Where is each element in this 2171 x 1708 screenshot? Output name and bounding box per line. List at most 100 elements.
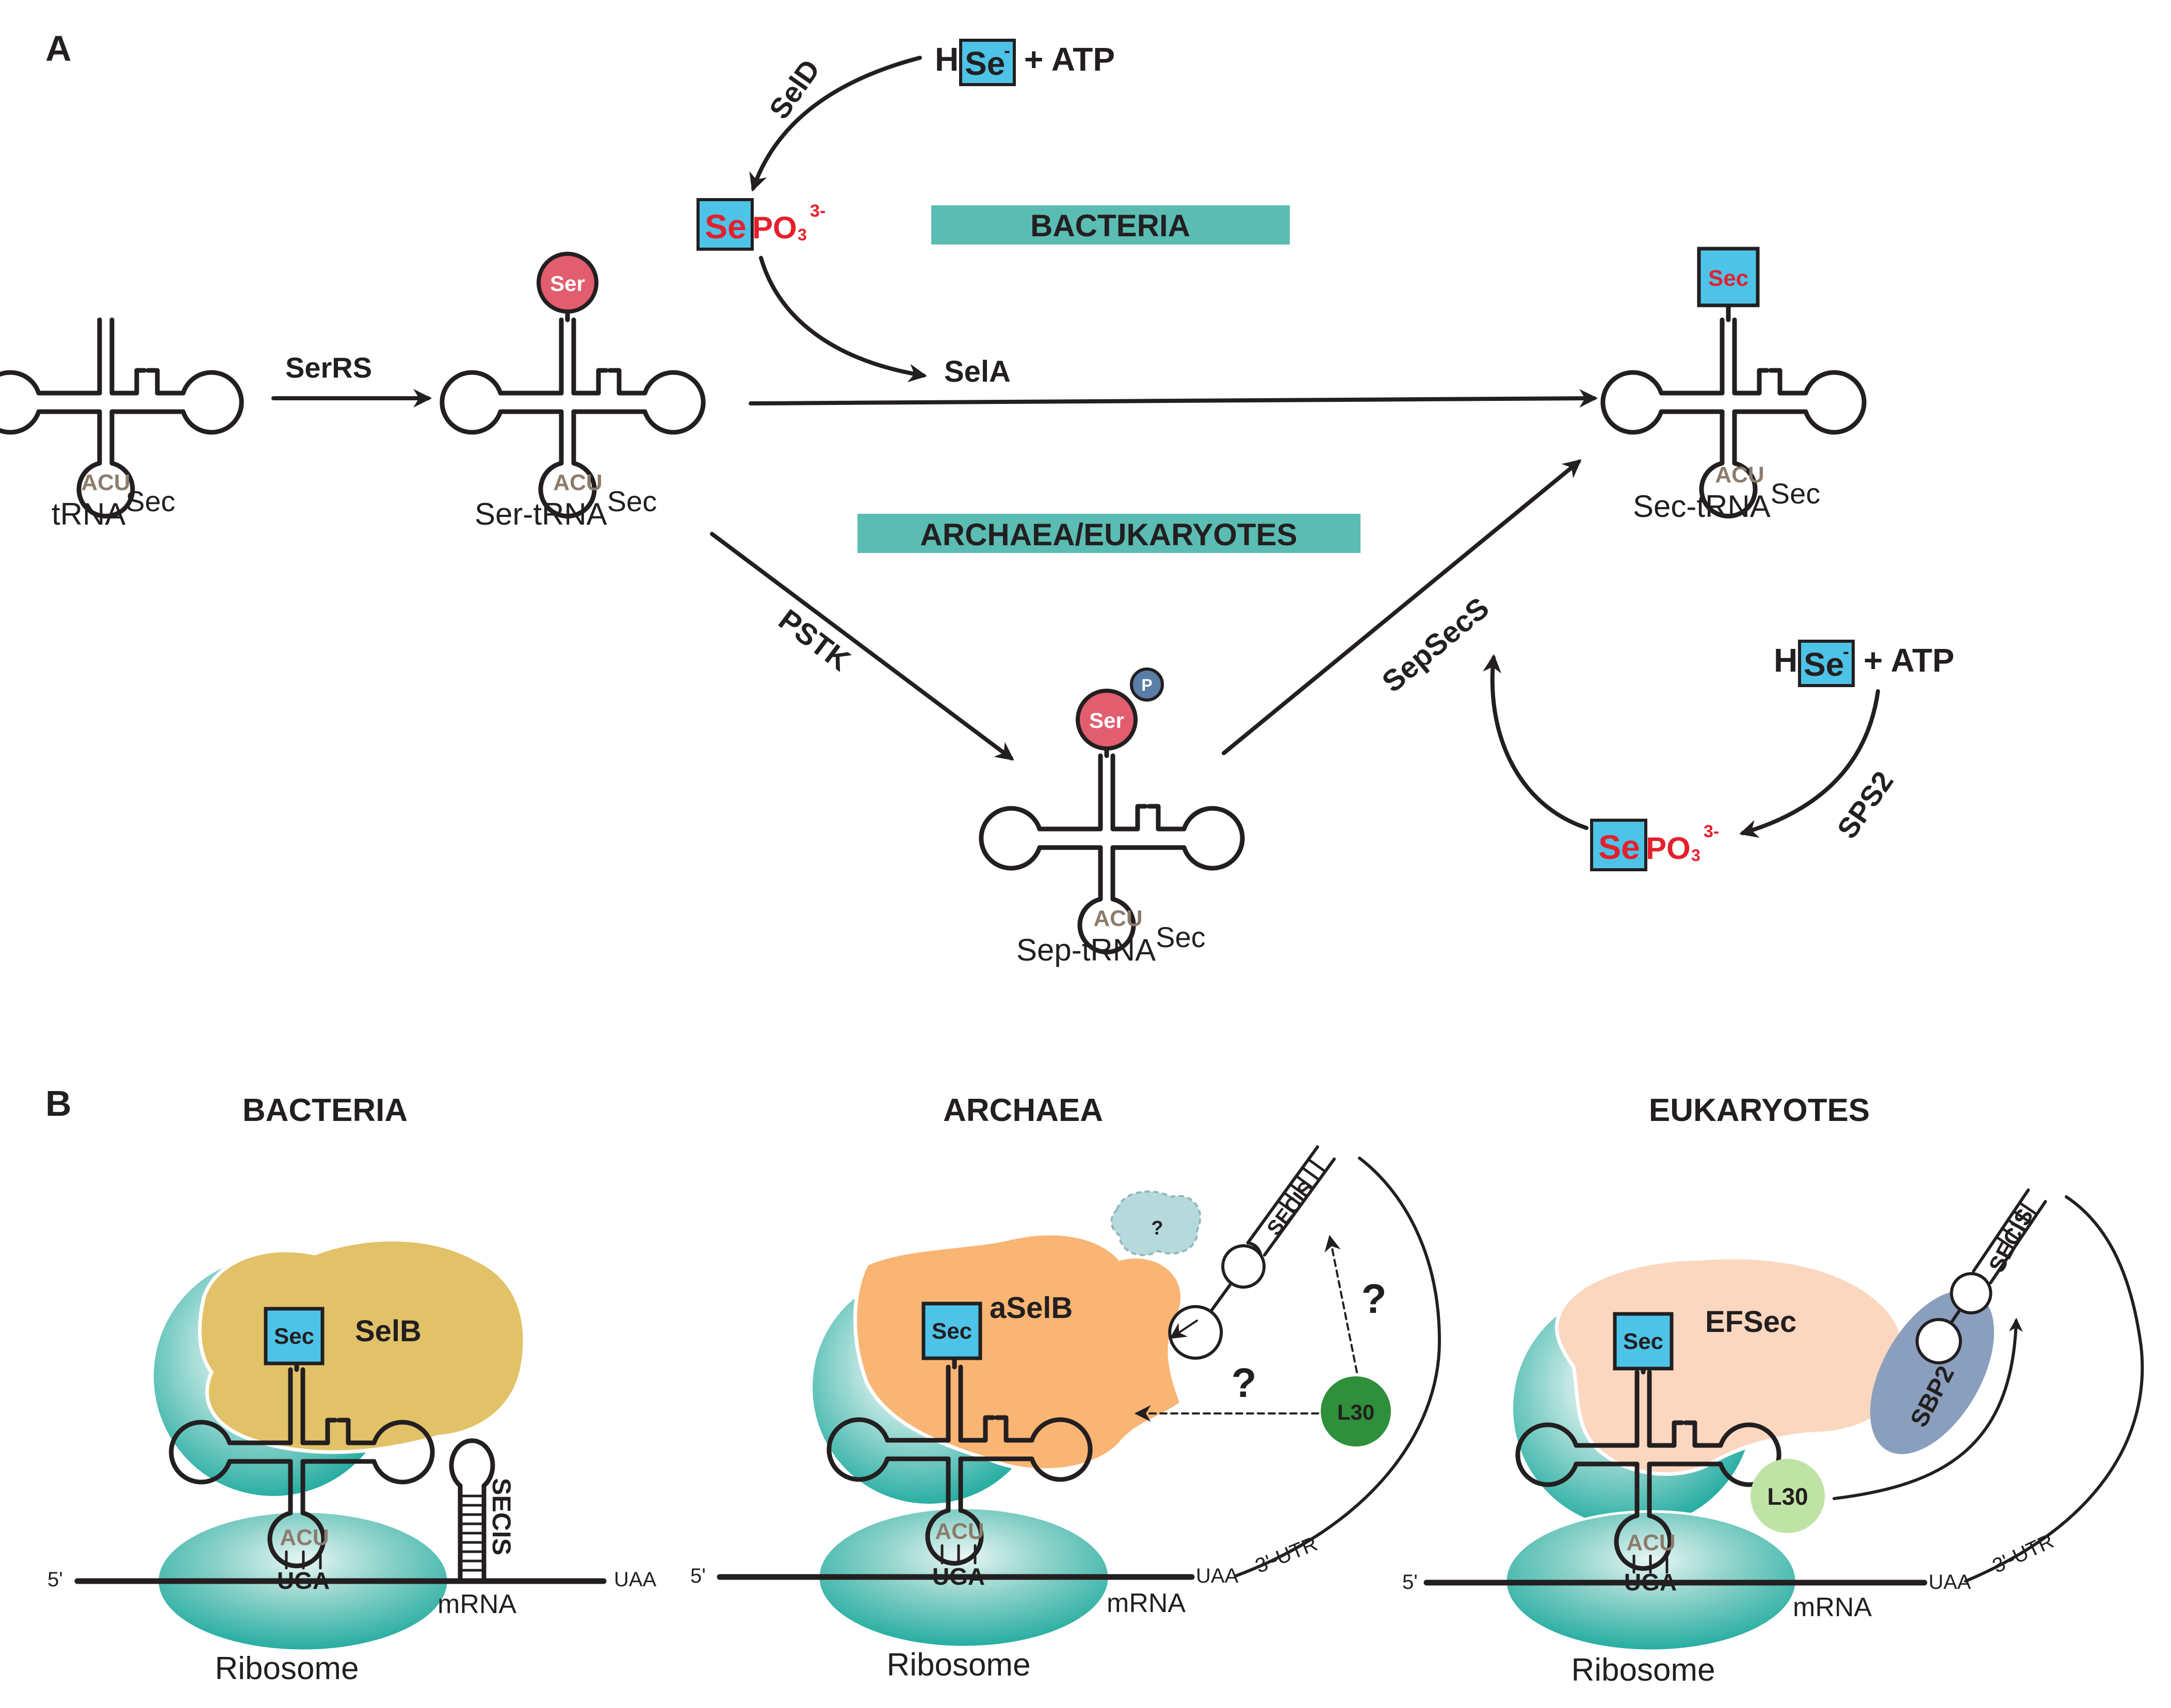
sepsecs-label: SepSecS <box>1376 591 1496 699</box>
se-box <box>696 198 754 251</box>
sps2-arrow <box>1739 689 1880 838</box>
secis-hairpin <box>1168 1145 1336 1360</box>
phospho-circle <box>1130 668 1164 702</box>
se-label: Se <box>1804 646 1844 683</box>
h-label: H <box>935 41 959 78</box>
sec-residue-label: Sec <box>932 1319 972 1344</box>
trna-sec: ACU tRNASec <box>0 320 241 531</box>
panel-label-b: B <box>45 1083 72 1124</box>
ribosome-label: Ribosome <box>1571 1652 1715 1688</box>
sec-residue-label: Sec <box>274 1324 314 1349</box>
secis-hairpin <box>1915 1188 2047 1364</box>
codon-pairing-lines <box>285 1550 322 1570</box>
sepsecs-arrow <box>1222 459 1582 755</box>
ser-trna-sec: Ser ACU Ser-tRNASec <box>442 252 703 531</box>
eukaryotes-title: EUKARYOTES <box>1649 1093 1870 1128</box>
ribosome-label: Ribosome <box>215 1651 359 1686</box>
archaea-eukaryotes-banner-label: ARCHAEA/EUKARYOTES <box>920 517 1297 552</box>
ser-residue-circle <box>1076 689 1138 751</box>
codon-pairing-lines <box>1632 1554 1668 1574</box>
po-subscript: 3 <box>1691 846 1700 865</box>
selenophosphate-to-sepsecs-arrow <box>1483 654 1589 830</box>
se-label: Se <box>705 207 747 246</box>
stop-codon-label: UAA <box>614 1568 657 1591</box>
h-label: H <box>1774 642 1797 679</box>
stop-codon-label: UAA <box>1929 1571 1971 1593</box>
question-mark-lower: ? <box>1232 1360 1257 1406</box>
se-box <box>959 39 1016 86</box>
sec-residue-box <box>1613 1312 1674 1371</box>
bacteria-banner <box>931 205 1290 245</box>
mrna-label: mRNA <box>1107 1588 1186 1618</box>
pstk-arrow <box>710 532 1014 761</box>
l30-label: L30 <box>1337 1400 1374 1424</box>
po-subscript: 3 <box>798 225 807 244</box>
archaea-title: ARCHAEA <box>943 1093 1103 1128</box>
po-label: PO <box>1646 831 1691 866</box>
eukaryotic-selenophosphate: Se PO 3 3- <box>1590 819 1719 871</box>
trna-name: tRNASec <box>52 485 175 531</box>
efsec-factor <box>1554 1256 1907 1476</box>
mrna-label: mRNA <box>438 1589 516 1619</box>
anticodon-label: ACU <box>1626 1530 1675 1555</box>
atp-label: + ATP <box>1864 642 1954 679</box>
bacteria-title: BACTERIA <box>242 1093 408 1128</box>
sec-residue-label: Sec <box>1623 1329 1663 1354</box>
po-label: PO <box>752 210 797 245</box>
stop-codon-label: UAA <box>1196 1565 1239 1587</box>
mrna-label: mRNA <box>1793 1592 1872 1622</box>
three-prime-utr-loop <box>1234 1157 1441 1577</box>
ser-residue-circle <box>537 252 598 314</box>
anticodon-label: ACU <box>81 470 130 495</box>
l30-to-secis-arrow <box>1324 1234 1358 1373</box>
sec-residue-box <box>921 1302 982 1360</box>
eukaryotes-translation: EFSec Sec ACU UGA 5' UAA 3'-UTR mRNA Rib… <box>1402 1188 2144 1688</box>
unknown-protein <box>1110 1190 1202 1257</box>
sec-residue-box <box>1697 247 1760 307</box>
anticodon-label: ACU <box>280 1525 329 1550</box>
secis-hairpin <box>449 1438 495 1584</box>
ser-trna-name: Ser-tRNASec <box>475 485 657 531</box>
pstk-label: PSTK <box>772 603 856 677</box>
phospho-label: P <box>1141 676 1152 694</box>
se-box <box>1590 819 1647 871</box>
uga-codon: UGA <box>277 1567 330 1594</box>
anticodon-label: ACU <box>935 1519 984 1544</box>
selenophosphate-to-sela-arrow <box>759 256 928 383</box>
l30-protein <box>1751 1459 1825 1533</box>
panel-label-a: A <box>45 28 72 69</box>
unknown-protein-mark: ? <box>1151 1217 1163 1239</box>
aselb-label: aSelB <box>990 1291 1073 1325</box>
bacteria-translation: SelB Sec ACU UGA 5' UAA SECIS mRNA Ribos… <box>47 1238 657 1686</box>
anticodon-label: ACU <box>1093 906 1142 931</box>
sec-trna-name: Sec-tRNASec <box>1633 477 1820 524</box>
sec-residue-label: Sec <box>1708 266 1748 291</box>
anticodon-label: ACU <box>553 470 602 495</box>
l30-protein <box>1321 1376 1391 1446</box>
anticodon-label: ACU <box>1715 462 1764 487</box>
sep-trna-name: Sep-tRNASec <box>1016 921 1206 967</box>
sela-arrow <box>749 389 1598 408</box>
se-charge: - <box>1843 641 1849 662</box>
selb-factor <box>198 1238 527 1454</box>
se-label: Se <box>965 45 1005 82</box>
secis-label: SECIS <box>1984 1205 2038 1277</box>
se-box <box>1798 640 1855 687</box>
uga-codon: UGA <box>932 1563 985 1590</box>
three-prime-utr-loop <box>1964 1195 2144 1583</box>
five-prime-label: 5' <box>47 1568 63 1591</box>
seld-arrow <box>749 56 922 192</box>
selb-label: SelB <box>355 1314 422 1348</box>
eukaryotic-selenide-donor: H Se - + ATP <box>1774 640 1954 687</box>
sep-trna-sec: Ser P ACU Sep-tRNASec <box>981 668 1242 967</box>
five-prime-label: 5' <box>690 1565 706 1587</box>
aselb-factor <box>853 1231 1184 1472</box>
sec-trna-sec: Sec ACU Sec-tRNASec <box>1603 247 1864 524</box>
l30-to-secis-arrow <box>1833 1317 2023 1500</box>
ribosome-label: Ribosome <box>886 1647 1030 1683</box>
ser-residue-label: Ser <box>550 271 585 296</box>
secis-label: SECIS <box>487 1478 516 1555</box>
atp-label: + ATP <box>1024 41 1115 78</box>
